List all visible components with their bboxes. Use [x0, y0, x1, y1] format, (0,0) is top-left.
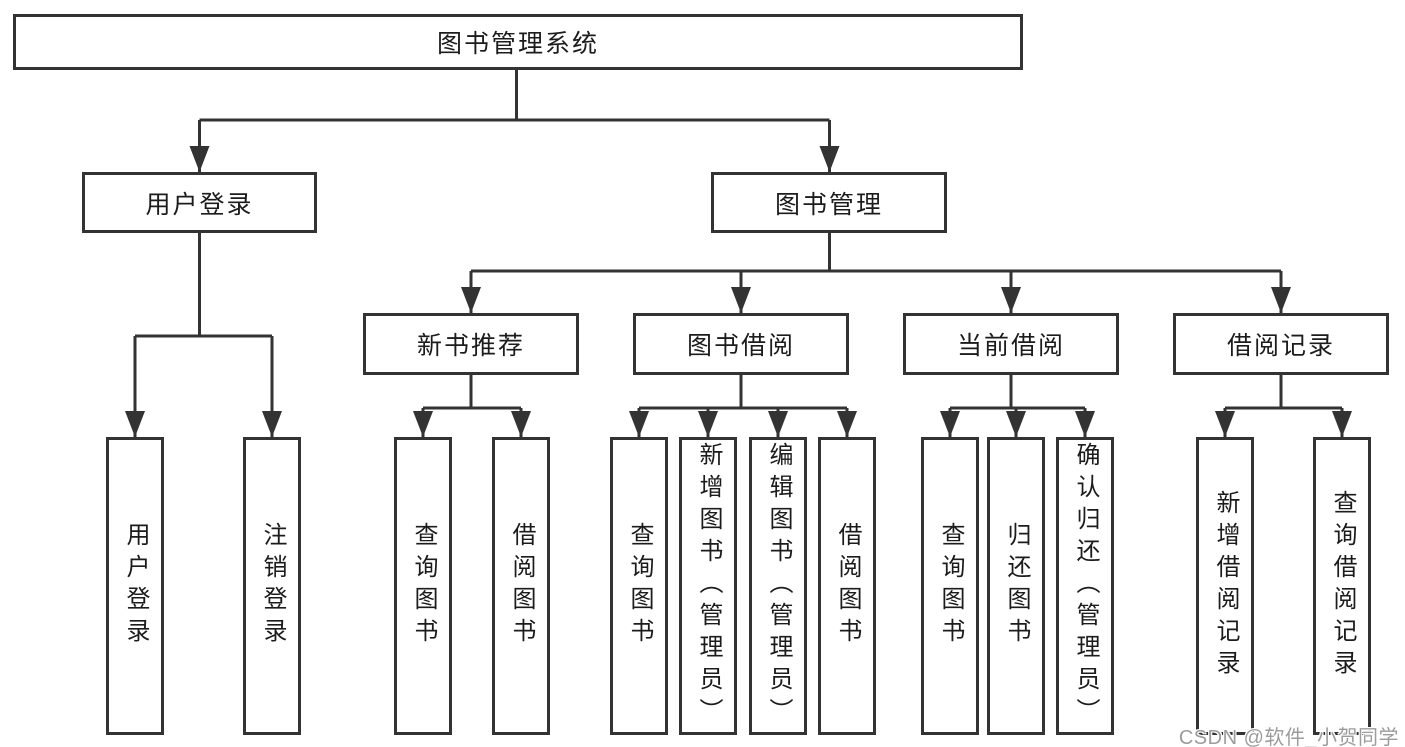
node-new-book-recommendation: 新书推荐 — [363, 313, 579, 375]
node-label: 确认归还（管理员） — [1072, 442, 1099, 730]
node-current-borrowing: 当前借阅 — [903, 313, 1119, 375]
node-label: 编辑图书（管理员） — [765, 442, 792, 730]
leaf-query-books-current: 查询图书 — [921, 437, 979, 735]
node-label: 查询图书 — [626, 522, 653, 650]
node-label: 新书推荐 — [416, 332, 525, 360]
node-label: 查询借阅记录 — [1329, 490, 1356, 682]
node-book-borrowing: 图书借阅 — [633, 313, 849, 375]
node-label: 图书管理系统 — [436, 30, 599, 58]
node-label: 当前借阅 — [956, 332, 1065, 360]
leaf-add-book-admin: 新增图书（管理员） — [679, 437, 737, 735]
node-label: 借阅记录 — [1226, 332, 1335, 360]
node-user-login: 用户登录 — [82, 172, 317, 233]
node-label: 新增借阅记录 — [1212, 490, 1239, 682]
node-book-management: 图书管理 — [711, 172, 947, 233]
leaf-return-books: 归还图书 — [987, 437, 1045, 735]
leaf-query-borrow-record: 查询借阅记录 — [1313, 437, 1371, 735]
node-label: 图书借阅 — [686, 332, 795, 360]
node-label: 用户登录 — [122, 522, 149, 650]
leaf-confirm-return-admin: 确认归还（管理员） — [1056, 437, 1114, 735]
leaf-borrow-books-recommend: 借阅图书 — [492, 437, 550, 735]
leaf-query-books-recommend: 查询图书 — [394, 437, 452, 735]
node-label: 查询图书 — [937, 522, 964, 650]
node-label: 借阅图书 — [508, 522, 535, 650]
node-label: 新增图书（管理员） — [695, 442, 722, 730]
node-label: 用户登录 — [145, 190, 254, 219]
node-label: 借阅图书 — [834, 522, 861, 650]
leaf-borrow-books: 借阅图书 — [818, 437, 876, 735]
node-label: 查询图书 — [410, 522, 437, 650]
node-library-management-system: 图书管理系统 — [13, 14, 1023, 70]
csdn-watermark: CSDN @软件_小贺同学 — [1178, 727, 1399, 747]
leaf-query-books-borrow: 查询图书 — [610, 437, 668, 735]
node-label: 注销登录 — [259, 522, 286, 650]
leaf-user-login: 用户登录 — [106, 437, 164, 735]
node-label: 图书管理 — [774, 190, 883, 219]
node-borrow-records: 借阅记录 — [1173, 313, 1389, 375]
node-label: 归还图书 — [1003, 522, 1030, 650]
leaf-edit-book-admin: 编辑图书（管理员） — [749, 437, 807, 735]
leaf-logout: 注销登录 — [243, 437, 301, 735]
leaf-add-borrow-record: 新增借阅记录 — [1196, 437, 1254, 735]
arrowheads — [125, 146, 1352, 437]
